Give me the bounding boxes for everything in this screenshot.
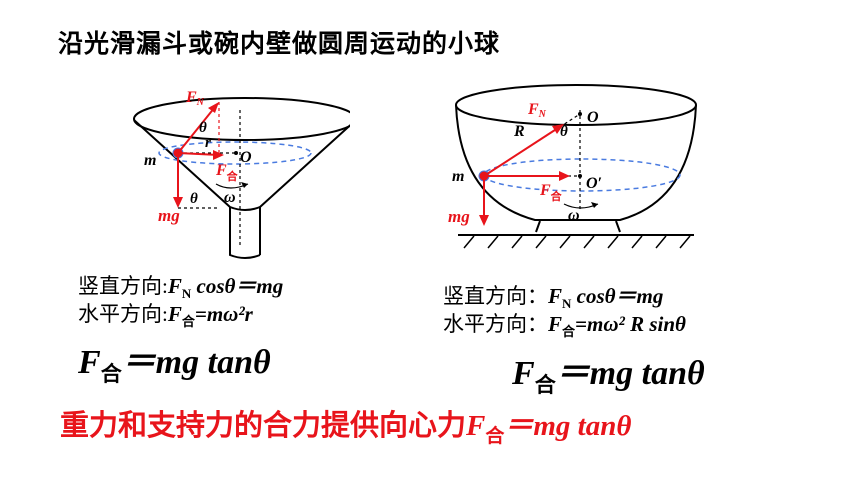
funnel-spout bbox=[229, 205, 261, 259]
bowl-result: F合＝mg tanθ bbox=[512, 355, 705, 397]
fn-label: FN bbox=[527, 101, 547, 120]
o-label: O bbox=[587, 109, 599, 126]
m-label: m bbox=[144, 152, 156, 169]
funnel-result: F合＝mg tanθ bbox=[78, 344, 271, 386]
circular-path bbox=[158, 141, 312, 165]
m-label: m bbox=[452, 168, 464, 185]
fhe-label: F合 bbox=[539, 182, 563, 203]
bowl-rim bbox=[455, 84, 697, 126]
bowl-body bbox=[455, 104, 697, 221]
funnel-cone bbox=[133, 119, 350, 208]
funnel-vertical-eq: 竖直方向:FN cosθ＝mg bbox=[78, 274, 284, 302]
r-label: r bbox=[205, 135, 211, 151]
theta-label: θ bbox=[560, 124, 568, 140]
conclusion: 重力和支持力的合力提供向心力F合＝mg tanθ bbox=[60, 410, 632, 447]
bowl-vertical-eq: 竖直方向：FN cosθ＝mg bbox=[443, 284, 664, 312]
theta-bottom-label: θ bbox=[190, 191, 198, 207]
page-title: 沿光滑漏斗或碗内壁做圆周运动的小球 bbox=[58, 30, 501, 58]
funnel-rim bbox=[133, 97, 350, 141]
bowl-diagram: FN O R θ m O′ F合 mg ω bbox=[448, 84, 697, 249]
mg-label: mg bbox=[448, 207, 470, 226]
bowl-horizontal-eq: 水平方向：F合=mω² R sinθ bbox=[443, 312, 686, 340]
fn-label: FN bbox=[185, 89, 205, 108]
fhe-label: F合 bbox=[215, 162, 239, 183]
theta-top-label: θ bbox=[199, 120, 207, 136]
mg-label: mg bbox=[158, 206, 180, 225]
funnel-horizontal-eq: 水平方向:F合=mω²r bbox=[78, 302, 253, 330]
omega-label: ω bbox=[568, 207, 580, 224]
omega-label: ω bbox=[224, 189, 236, 206]
r-label: R bbox=[513, 123, 525, 140]
o-label: O bbox=[240, 149, 252, 166]
funnel-diagram: FN θ r O F合 m mg θ ω bbox=[133, 89, 350, 259]
o-prime-label: O′ bbox=[586, 175, 602, 192]
